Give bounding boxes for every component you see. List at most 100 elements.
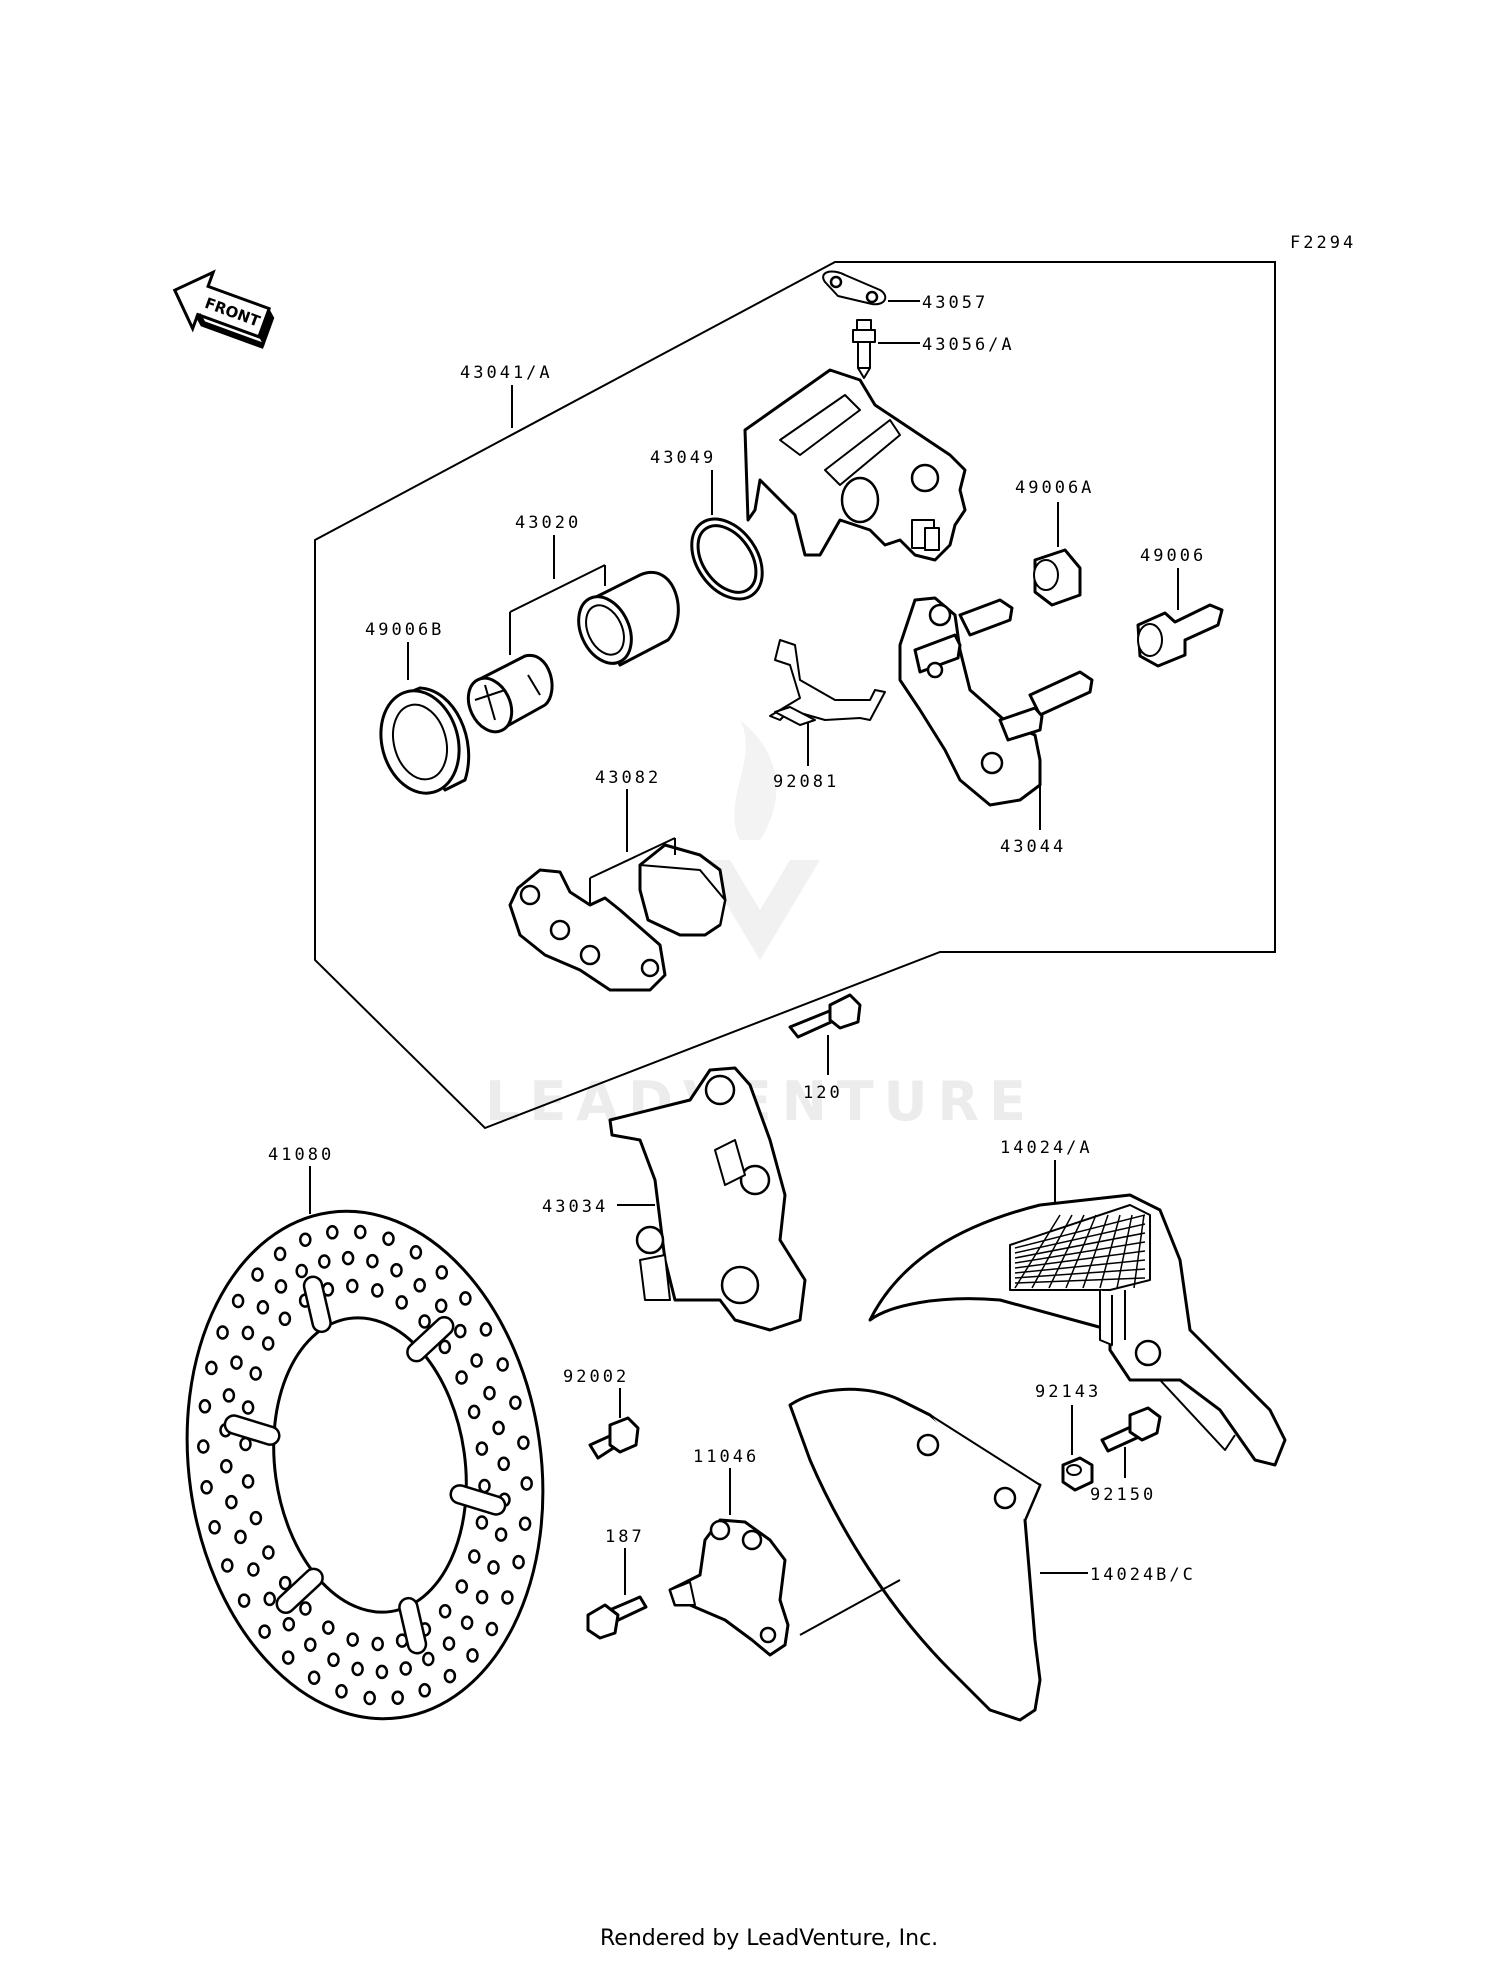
disc-vent-hole xyxy=(197,1439,210,1454)
disc-vent-hole xyxy=(468,1549,481,1564)
disc-vent-hole xyxy=(208,1520,221,1535)
disc-vent-hole xyxy=(485,1621,499,1637)
label-43020: 43020 xyxy=(515,513,581,533)
disc-vent-hole xyxy=(371,1283,384,1298)
disc-vent-hole xyxy=(237,1593,251,1608)
disc-vent-hole xyxy=(322,1620,335,1635)
disc-vent-hole xyxy=(205,1360,218,1376)
disc-vent-hole xyxy=(501,1590,514,1605)
disc-vent-hole xyxy=(263,1591,276,1607)
disc-slot xyxy=(449,1484,507,1516)
label-41080: 41080 xyxy=(268,1145,334,1165)
label-92143: 92143 xyxy=(1035,1382,1101,1402)
disc-vent-hole xyxy=(231,1293,245,1309)
disc-vent-hole xyxy=(327,1652,340,1668)
part-92143-nut: 92143 xyxy=(1035,1382,1101,1492)
part-43044-bracket: 43044 xyxy=(898,596,1094,857)
disc-vent-hole xyxy=(492,1420,505,1436)
grid-line xyxy=(1014,1268,1146,1279)
label-43056a: 43056/A xyxy=(922,335,1015,355)
grid-line xyxy=(1014,1241,1146,1264)
part-120-bolt: 120 xyxy=(788,993,862,1103)
disc-vent-hole xyxy=(382,1231,395,1246)
disc-vent-hole xyxy=(483,1385,496,1401)
disc-slot xyxy=(398,1596,428,1655)
disc-vent-hole xyxy=(241,1325,255,1341)
grid-line xyxy=(1014,1277,1146,1284)
label-43034: 43034 xyxy=(542,1197,608,1217)
grid-line xyxy=(1099,1214,1121,1289)
part-92150-bolt: 92150 xyxy=(1090,1406,1162,1505)
disc-vent-hole xyxy=(346,1278,359,1294)
disc-vent-hole xyxy=(496,1357,509,1372)
disc-vent-hole xyxy=(278,1311,292,1327)
disc-vent-hole xyxy=(517,1435,530,1450)
disc-vent-hole xyxy=(341,1250,355,1266)
disc-vent-hole xyxy=(422,1651,435,1667)
disc-vent-hole xyxy=(438,1339,452,1355)
disc-vent-hole xyxy=(470,1353,483,1368)
disc-vent-hole xyxy=(251,1267,264,1282)
disc-vent-hole xyxy=(454,1323,467,1339)
grid-line xyxy=(1014,1214,1146,1249)
disc-vent-hole xyxy=(371,1636,384,1652)
disc-vent-hole xyxy=(234,1529,247,1545)
disc-vent-hole xyxy=(222,1388,236,1403)
disc-vent-hole xyxy=(366,1253,379,1269)
disc-vent-hole xyxy=(307,1670,321,1685)
disc-vent-hole xyxy=(198,1399,212,1414)
disc-vent-hole xyxy=(459,1291,472,1306)
label-49006b: 49006B xyxy=(365,620,444,640)
disc-vent-hole xyxy=(390,1262,403,1278)
part-43020-piston: 43020 xyxy=(509,513,680,667)
part-43057-bleeder-cap: 43057 xyxy=(822,270,985,313)
label-49006: 49006 xyxy=(1140,546,1206,566)
disc-vent-hole xyxy=(518,1516,532,1531)
disc-vent-hole xyxy=(351,1661,364,1677)
disc-vent-hole xyxy=(220,1458,233,1474)
disc-vent-hole xyxy=(391,1690,404,1705)
disc-vent-hole xyxy=(299,1601,312,1616)
grid-line xyxy=(1014,1214,1061,1289)
label-43082: 43082 xyxy=(595,768,661,788)
disc-slot xyxy=(406,1315,455,1363)
disc-vent-hole xyxy=(395,1295,408,1310)
label-14024a: 14024/A xyxy=(1000,1138,1093,1158)
part-187-bolt: 187 xyxy=(586,1527,648,1640)
disc-vent-hole xyxy=(399,1661,412,1676)
guard-grid-pattern xyxy=(1014,1214,1146,1289)
disc-vent-hole xyxy=(435,1265,449,1280)
disc-vent-hole xyxy=(455,1579,469,1594)
disc-vent-hole xyxy=(479,1322,493,1337)
disc-vent-hole xyxy=(363,1690,376,1706)
part-49006a-boot: 49006A xyxy=(1015,478,1094,607)
disc-vent-hole xyxy=(413,1278,426,1293)
disc-slot xyxy=(275,1567,324,1615)
label-187: 187 xyxy=(605,1527,645,1547)
label-43049: 43049 xyxy=(650,448,716,468)
disc-vent-hole xyxy=(335,1684,348,1699)
disc-holes xyxy=(197,1224,533,1706)
disc-vent-hole xyxy=(278,1575,292,1591)
grid-line xyxy=(1014,1259,1146,1274)
grid-line xyxy=(1082,1214,1109,1289)
disc-vent-hole xyxy=(438,1603,452,1619)
part-14024bc-guard: 14024B/C xyxy=(788,1387,1193,1722)
footer-credit: Rendered by LeadVenture, Inc. xyxy=(600,1926,938,1951)
label-49006a: 49006A xyxy=(1015,478,1094,498)
grid-line xyxy=(1014,1223,1146,1254)
disc-vent-hole xyxy=(274,1279,288,1294)
disc-vent-hole xyxy=(299,1232,312,1247)
disc-vent-hole xyxy=(225,1494,238,1510)
disc-vent-hole xyxy=(497,1456,510,1472)
label-120: 120 xyxy=(803,1083,843,1103)
part-92002-bolt: 92002 xyxy=(563,1367,640,1460)
part-43049-piston-seal: 43049 xyxy=(650,448,764,601)
label-43041a: 43041/A xyxy=(460,363,553,383)
label-11046: 11046 xyxy=(693,1447,759,1467)
disc-vent-hole xyxy=(494,1527,508,1542)
grid-line xyxy=(1014,1232,1146,1259)
part-43082-brake-pads: 43082 xyxy=(508,768,727,992)
disc-vent-hole xyxy=(281,1650,295,1665)
grid-line xyxy=(1133,1214,1145,1289)
